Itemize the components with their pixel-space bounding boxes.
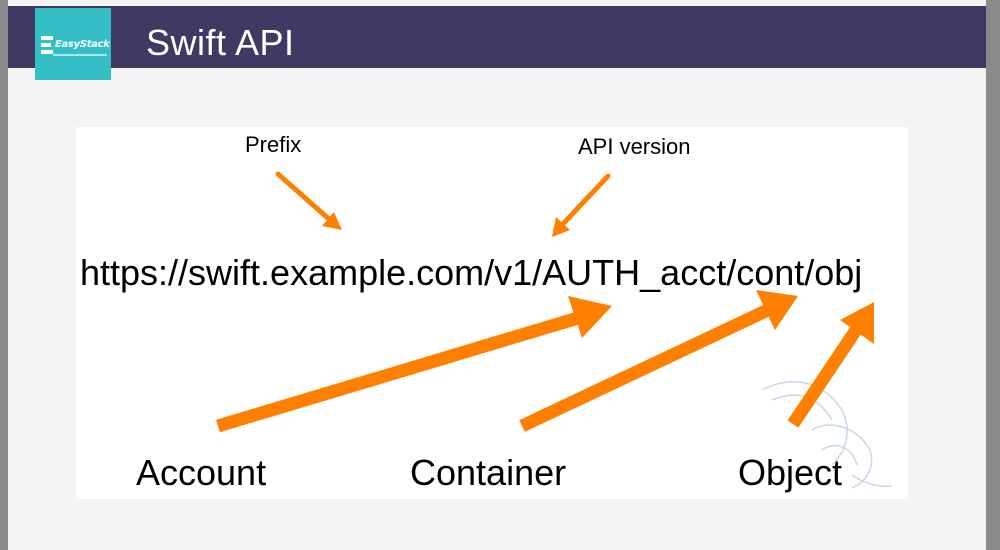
bird-watermark-icon [761, 381, 893, 489]
header-bar: Swift API [8, 6, 986, 68]
slide-title: Swift API [146, 22, 295, 63]
account-arrow [216, 296, 612, 433]
object-arrow [787, 302, 874, 428]
slide-frame-left [0, 0, 8, 550]
easystack-logo: EasyStack [35, 8, 111, 80]
api-version-arrow [552, 173, 611, 237]
prefix-label: Prefix [245, 132, 302, 157]
easystack-logo-icon [41, 36, 53, 54]
logo-text: EasyStack [55, 39, 110, 50]
container-arrow [519, 290, 798, 432]
slide-frame-right [986, 0, 1000, 550]
api-version-label: API version [578, 134, 691, 159]
prefix-arrow [275, 171, 342, 230]
logo-tagline-line [53, 54, 107, 56]
container-label: Container [410, 452, 567, 493]
object-label: Object [738, 452, 843, 493]
account-label: Account [136, 452, 267, 493]
swift-url-text: https://swift.example.com/v1/AUTH_acct/c… [80, 252, 863, 293]
